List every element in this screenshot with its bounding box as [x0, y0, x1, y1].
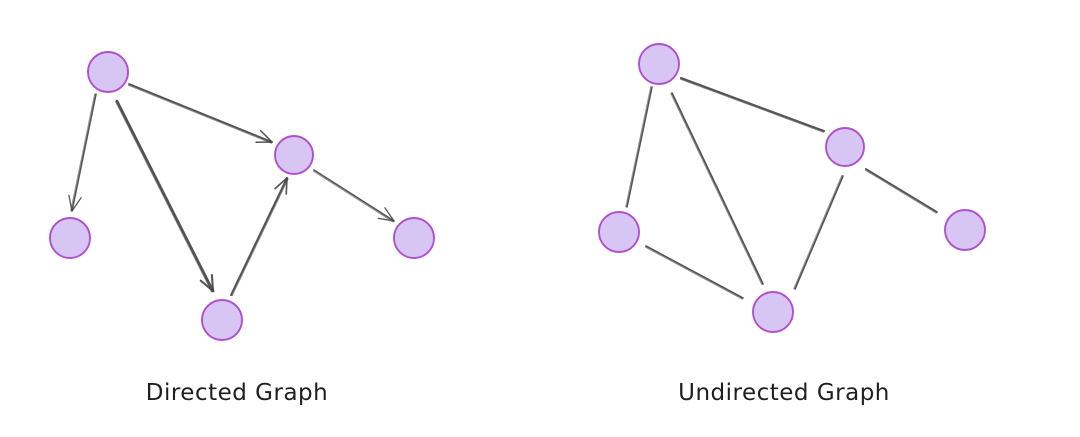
graph-node-bottom	[752, 291, 794, 333]
graph-edge	[680, 77, 825, 132]
arrowhead	[68, 194, 73, 212]
undirected-graph-label: Undirected Graph	[678, 380, 890, 406]
graph-edge-sketch	[679, 78, 825, 133]
graph-edge	[626, 86, 653, 208]
directed-graph-label: Directed Graph	[145, 380, 329, 406]
graph-edge	[230, 177, 288, 296]
graph-edge	[128, 83, 273, 143]
graph-edge-sketch	[312, 170, 394, 223]
graph-node-right	[393, 217, 435, 259]
arrowhead	[285, 177, 288, 195]
arrowhead	[377, 217, 395, 222]
graph-node-top	[638, 43, 680, 85]
graph-edge	[671, 92, 764, 285]
graph-node-left	[598, 211, 640, 253]
graph-edge	[794, 175, 844, 290]
graph-edge-sketch	[127, 84, 273, 144]
arrowhead	[259, 129, 273, 143]
graph-edge-sketch	[864, 169, 937, 214]
graph-edge-sketch	[231, 177, 289, 297]
graph-edge-sketch	[644, 246, 743, 300]
graph-edge	[71, 93, 97, 212]
directed-graph	[49, 51, 435, 341]
graph-edge	[865, 168, 938, 213]
arrowhead	[384, 207, 395, 222]
graph-node-bottom-left	[49, 217, 91, 259]
graph-node-far-right	[944, 209, 986, 251]
arrowhead	[210, 273, 215, 293]
graph-edge	[115, 99, 215, 293]
arrowhead	[199, 279, 215, 293]
graph-edge-sketch	[670, 93, 763, 286]
graph-node-middle-right	[274, 135, 314, 175]
graph-edge-sketch	[625, 86, 652, 208]
arrowhead	[71, 197, 82, 212]
undirected-graph	[598, 43, 986, 333]
graph-node-bottom-mid	[201, 299, 243, 341]
graph-edge	[313, 169, 395, 222]
graph-edge	[645, 245, 744, 299]
graph-edge-sketch	[793, 175, 843, 289]
graph-node-middle-right	[825, 127, 865, 167]
arrowhead	[274, 177, 288, 190]
graph-edge-sketch	[70, 93, 96, 212]
graph-node-top	[87, 51, 129, 93]
graph-edge-sketch	[115, 100, 213, 293]
